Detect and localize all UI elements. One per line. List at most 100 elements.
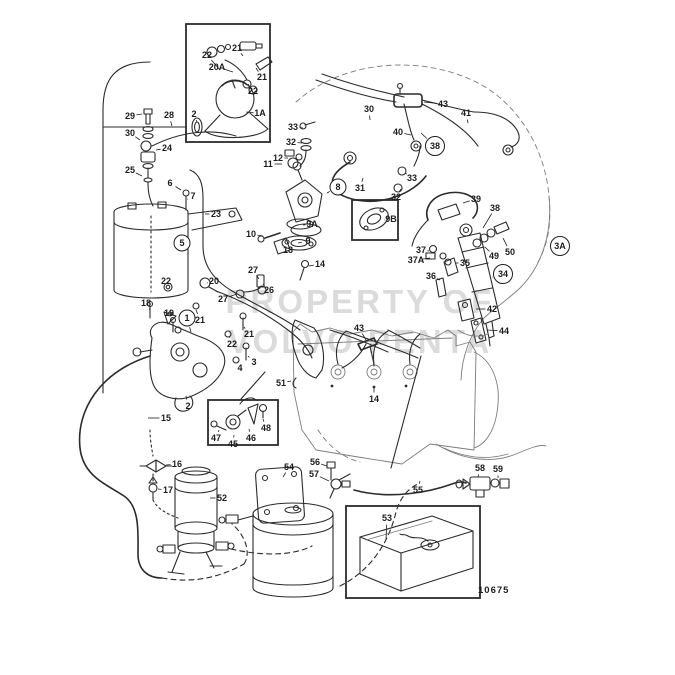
part-label-44: 44 xyxy=(499,326,509,336)
part-label-20: 20 xyxy=(209,276,219,286)
leader-line xyxy=(135,136,141,141)
part-label-9B: 9B xyxy=(385,214,397,224)
feed-pump-exploded xyxy=(132,311,250,412)
leader-line xyxy=(217,429,220,433)
part-label-15: 15 xyxy=(161,413,171,423)
leader-line xyxy=(170,121,173,127)
part-label-47: 47 xyxy=(211,433,221,443)
part-label-17: 17 xyxy=(163,485,173,495)
part-label-22: 22 xyxy=(227,339,237,349)
leader-line xyxy=(482,213,493,229)
leader-line xyxy=(287,380,292,383)
leader-line xyxy=(502,237,508,247)
leader-line xyxy=(326,191,330,194)
callout-circle xyxy=(329,178,347,196)
part-label-19: 19 xyxy=(164,308,174,318)
leader-line xyxy=(195,309,198,315)
leader-line xyxy=(321,463,328,467)
engine-silhouette xyxy=(291,64,551,469)
part-label-46: 46 xyxy=(246,433,256,443)
leader-line xyxy=(361,177,364,182)
part-label-37A: 37A xyxy=(408,255,425,265)
leader-line xyxy=(361,333,367,341)
suction-hose-and-pump xyxy=(78,355,313,581)
part-label-1A: 1A xyxy=(254,108,266,118)
part-label-28: 28 xyxy=(164,110,174,120)
leader-line xyxy=(420,132,428,139)
leader-line xyxy=(256,275,260,280)
callout-circle xyxy=(173,234,191,252)
part-label-39: 39 xyxy=(471,194,481,204)
leader-line xyxy=(247,355,250,358)
part-label-9: 9 xyxy=(305,236,310,246)
part-label-56: 56 xyxy=(310,457,320,467)
part-label-59: 59 xyxy=(493,464,503,474)
leader-line xyxy=(185,395,188,400)
part-label-9A: 9A xyxy=(306,219,318,229)
leader-line xyxy=(195,119,198,123)
leader-line xyxy=(466,119,469,124)
part-label-20A: 20A xyxy=(209,62,226,72)
part-label-31: 31 xyxy=(355,183,365,193)
part-label-27: 27 xyxy=(218,294,228,304)
part-label-27: 27 xyxy=(248,265,258,275)
inset-valve-kit xyxy=(207,371,279,446)
leader-line xyxy=(436,278,441,281)
part-label-8: 8 xyxy=(335,182,340,192)
leader-line xyxy=(257,234,264,237)
part-label-26: 26 xyxy=(264,285,274,295)
leader-line xyxy=(282,472,287,478)
fuel-filter xyxy=(113,169,313,359)
part-label-22: 22 xyxy=(161,276,171,286)
leader-line xyxy=(462,200,470,204)
part-label-5: 5 xyxy=(179,238,184,248)
part-label-24: 24 xyxy=(162,143,172,153)
injector-assembly xyxy=(411,191,510,347)
part-label-21: 21 xyxy=(257,72,267,82)
leader-line xyxy=(189,326,192,333)
part-label-22: 22 xyxy=(202,50,212,60)
part-label-21: 21 xyxy=(195,315,205,325)
part-label-48: 48 xyxy=(261,423,271,433)
part-label-10: 10 xyxy=(246,229,256,239)
leader-line xyxy=(399,188,402,192)
watermark-line1: PROPERTY OF xyxy=(225,283,495,320)
leader-line xyxy=(422,257,431,260)
part-label-2: 2 xyxy=(185,401,190,411)
part-label-51: 51 xyxy=(276,378,286,388)
part-label-30: 30 xyxy=(125,128,135,138)
part-label-43: 43 xyxy=(438,99,448,109)
part-label-58: 58 xyxy=(475,463,485,473)
part-label-3A: 3A xyxy=(554,241,566,251)
part-label-29: 29 xyxy=(125,111,135,121)
leader-line xyxy=(210,59,221,71)
part-label-13: 13 xyxy=(283,245,293,255)
leader-line xyxy=(308,264,314,267)
leader-line xyxy=(385,524,388,541)
part-label-54: 54 xyxy=(284,462,294,472)
leader-line xyxy=(240,52,244,57)
part-label-50: 50 xyxy=(505,247,515,257)
part-label-21: 21 xyxy=(232,43,242,53)
part-label-53: 53 xyxy=(382,513,392,523)
part-label-18: 18 xyxy=(141,298,151,308)
drawing-number: 10675 xyxy=(478,585,510,596)
callout-circle xyxy=(425,136,445,156)
callout-circle xyxy=(178,309,196,327)
part-label-30: 30 xyxy=(364,104,374,114)
leader-line xyxy=(486,329,498,331)
part-label-21: 21 xyxy=(244,329,254,339)
part-label-4: 4 xyxy=(237,363,242,373)
part-label-25: 25 xyxy=(125,165,135,175)
part-label-33: 33 xyxy=(288,122,298,132)
part-label-6: 6 xyxy=(167,178,172,188)
part-label-37: 37 xyxy=(416,245,426,255)
part-label-23: 23 xyxy=(211,209,221,219)
inset-fuel-pump-detail xyxy=(185,23,273,143)
part-label-35: 35 xyxy=(460,258,470,268)
part-label-57: 57 xyxy=(309,469,319,479)
leader-line xyxy=(135,172,143,177)
part-label-55: 55 xyxy=(413,485,423,495)
